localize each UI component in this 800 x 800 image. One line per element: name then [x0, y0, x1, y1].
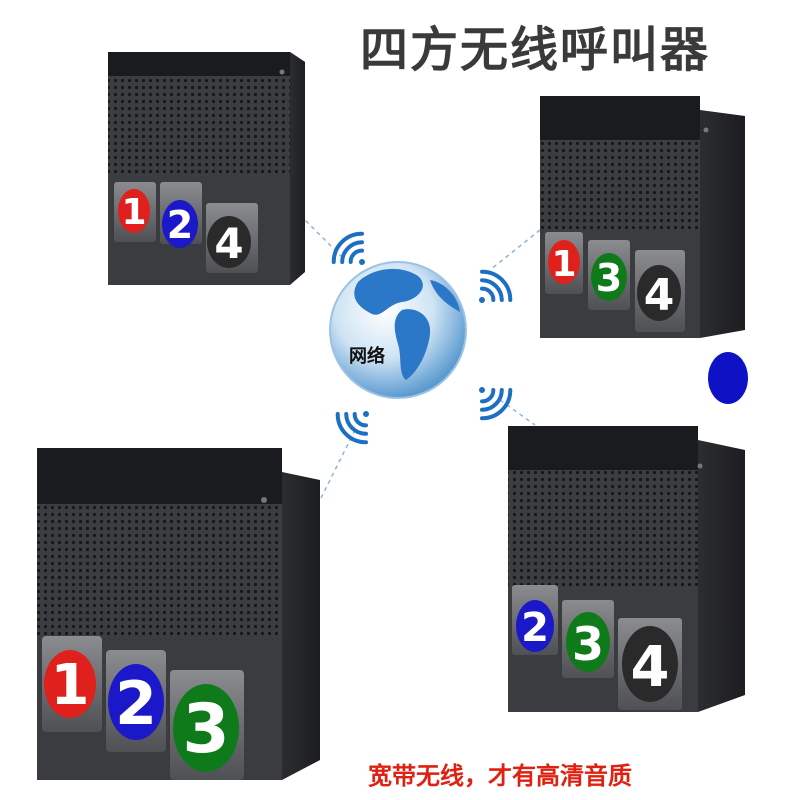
badge-label: 3: [572, 617, 604, 671]
badge-label: 4: [214, 219, 243, 268]
badge-tl-3: 4: [207, 216, 251, 268]
product-title: 四方无线呼叫器: [360, 22, 711, 78]
badge-tl-2: 2: [162, 200, 198, 248]
network-label: 网络: [349, 346, 385, 367]
badge-tl-1: 1: [118, 189, 150, 233]
badge-tr-3: 4: [637, 265, 681, 321]
badge-label: 4: [631, 635, 670, 700]
badge-bl-2: 2: [108, 664, 164, 740]
badge-label: 1: [51, 653, 90, 718]
badge-br-1: 2: [516, 600, 554, 652]
badge-tr-2: 3: [591, 253, 627, 301]
badge-label: 2: [167, 203, 193, 247]
badge-label: 3: [182, 690, 229, 769]
unit-top-left: [108, 52, 305, 285]
badge-label: 2: [115, 669, 157, 739]
badge-bl-1: 1: [44, 650, 96, 718]
badge-label: 1: [121, 192, 146, 233]
badge-bl-3: 3: [173, 684, 239, 772]
connection-lines: [299, 214, 541, 501]
badge-label: 2: [521, 605, 549, 651]
signal-icons: [331, 231, 513, 445]
badge-br-2: 3: [566, 612, 610, 672]
badge-tr-1: 1: [548, 240, 580, 285]
badge-br-3: 4: [622, 626, 678, 702]
badge-label: 1: [551, 244, 576, 285]
badge-label: 3: [596, 256, 622, 300]
button-badges: 1 2 4 1 3 4 1 2 3 2 3 4: [44, 189, 681, 772]
tagline: 宽带无线，才有高清音质: [368, 762, 632, 790]
network-globe-icon: [329, 261, 467, 399]
blue-dot: [708, 352, 748, 404]
badge-label: 4: [644, 270, 675, 321]
